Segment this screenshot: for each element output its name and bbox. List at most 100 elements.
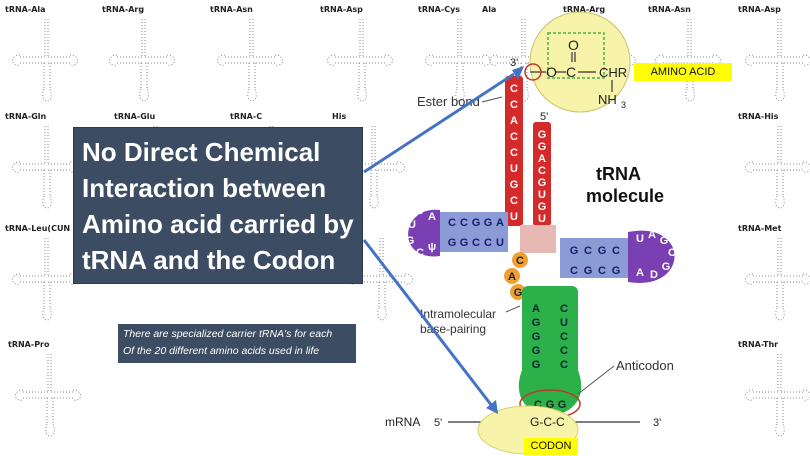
trna-cloverleaf-sketch [15, 354, 81, 437]
base-letter: G [584, 265, 593, 277]
trna-cloverleaf-sketch [745, 238, 810, 321]
base-letter: A [508, 271, 516, 283]
arrow-to-codon [362, 239, 494, 407]
trna-cloverleaf-sketch [745, 19, 810, 102]
trna-name-label: tRNA-Thr [738, 340, 779, 349]
base-letter: G [598, 245, 607, 257]
trna-name-label: Ala [482, 5, 497, 14]
base-letter: U [538, 213, 546, 225]
trna-name-label: tRNA-Asn [210, 5, 253, 14]
main-message-line-1: No Direct Chemical [82, 137, 321, 167]
base-letter: G [510, 179, 519, 191]
base-letter: G [538, 141, 547, 153]
base-letter: G [532, 317, 541, 329]
base-letter: U [510, 211, 518, 223]
base-letter: G [460, 237, 469, 249]
trna-name-label: tRNA-Ala [5, 5, 46, 14]
codon-sequence: G-C-C [530, 415, 565, 429]
sub-message-line-1: There are specialized carrier tRNA's for… [123, 328, 333, 340]
anticodon-label: Anticodon [616, 358, 674, 373]
trna-cloverleaf-sketch [327, 19, 393, 102]
trna-5prime: 5' [540, 111, 548, 123]
sub-message-box: There are specialized carrier tRNA's for… [118, 324, 356, 363]
base-letter: A [496, 217, 504, 229]
base-letter: C [560, 303, 568, 315]
base-letter: C [484, 237, 492, 249]
mrna-label: mRNA [385, 415, 420, 429]
base-letter: U [408, 219, 416, 231]
base-letter: U [538, 189, 546, 201]
trna-name-label: His [332, 112, 347, 121]
trna-title-line2: molecule [586, 186, 664, 206]
base-letter: C [510, 131, 518, 143]
base-letter: C [584, 245, 592, 257]
trna-name-label: tRNA-Cys [418, 5, 461, 14]
trna-cloverleaf-sketch [12, 238, 78, 321]
base-letter: C [510, 147, 518, 159]
base-letter: A [636, 267, 644, 279]
trna-cloverleaf-sketch [109, 19, 175, 102]
trna-title-line1: tRNA [596, 164, 641, 184]
base-letter: U [510, 163, 518, 175]
base-letter: C [560, 331, 568, 343]
base-letter: G [406, 235, 415, 247]
intramolecular-label-1: Intramolecular [420, 307, 496, 321]
nh3-group: NH [598, 92, 617, 107]
base-letter: G [612, 265, 621, 277]
base-letter: G [662, 261, 671, 273]
base-letter: A [428, 211, 436, 223]
base-letter: A [538, 153, 546, 165]
trna-name-label: tRNA-Arg [102, 5, 145, 14]
base-letter: C [570, 265, 578, 277]
chr-group: CHR [599, 65, 627, 80]
trna-cloverleaf-sketch [12, 19, 78, 102]
base-letter: G [538, 129, 547, 141]
trna-cloverleaf-sketch [745, 354, 810, 437]
trna-cloverleaf-sketch [745, 126, 810, 209]
base-letter: C [448, 217, 456, 229]
trna-name-label: tRNA-His [738, 112, 779, 121]
base-letter: G [532, 345, 541, 357]
base-letter: C [668, 247, 676, 259]
trna-name-label: tRNA-Asp [320, 5, 363, 14]
base-letter: A [648, 229, 656, 241]
trna-cloverleaf-sketch [12, 126, 78, 209]
codon-tag: CODON [524, 438, 578, 455]
base-letter: C [510, 83, 518, 95]
base-letter: C [510, 99, 518, 111]
base-letter: D [650, 269, 658, 281]
base-letter: G [484, 217, 493, 229]
mrna-3prime: 3' [653, 417, 661, 429]
main-message-line-2: Interaction between [82, 173, 327, 203]
base-letter: C [510, 195, 518, 207]
base-letter: G [660, 235, 669, 247]
trna-name-label: tRNA-Arg [563, 5, 606, 14]
amino-acid-tag: AMINO ACID [634, 63, 732, 81]
trna-name-label: tRNA-Met [738, 224, 782, 233]
base-letter: G [570, 245, 579, 257]
base-letter: C [560, 345, 568, 357]
base-letter: ψ [428, 241, 436, 253]
base-letter: G [532, 359, 541, 371]
base-letter: A [510, 115, 518, 127]
base-letter: U [416, 205, 424, 217]
trna-name-label: tRNA-Gln [5, 112, 47, 121]
base-letter: C [598, 265, 606, 277]
base-letter: C [612, 245, 620, 257]
main-message-line-4: tRNA and the Codon [82, 245, 336, 275]
base-letter: C [560, 359, 568, 371]
main-message-box: No Direct Chemical Interaction between A… [73, 127, 363, 284]
arrow-to-amino-acid [363, 72, 515, 174]
base-letter: U [560, 317, 568, 329]
base-letter: G [472, 217, 481, 229]
trna-cloverleaf-sketch [425, 19, 491, 102]
sub-message-line-2: Of the 20 different amino acids used in … [123, 345, 320, 357]
amino-acid-circle [529, 11, 631, 113]
